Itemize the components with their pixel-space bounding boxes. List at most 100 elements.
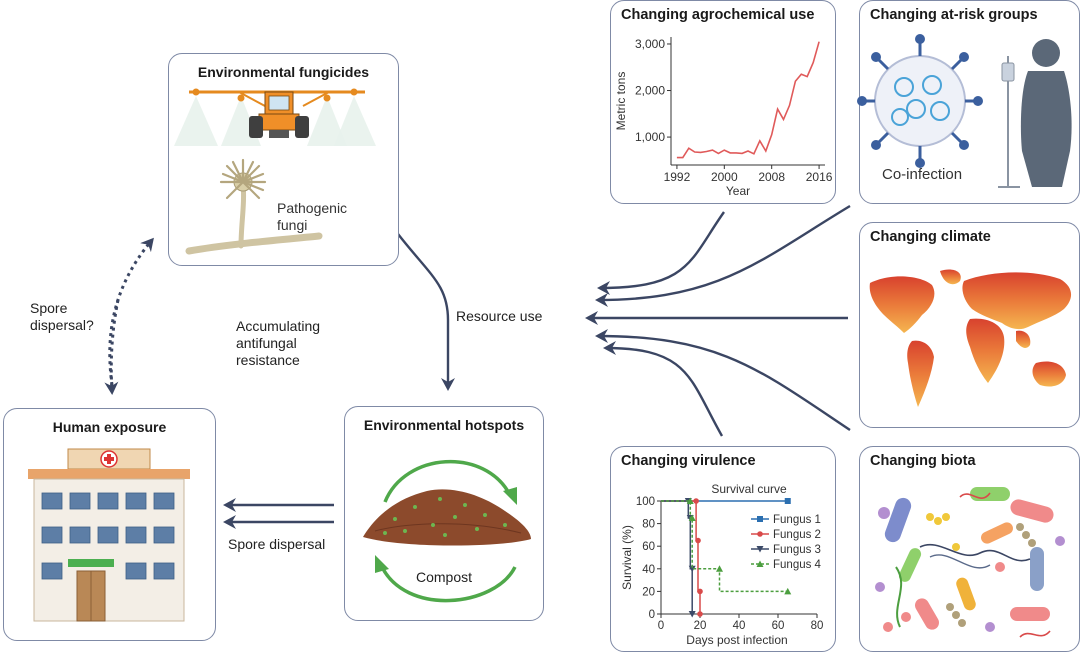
microbes-illustration — [875, 487, 1065, 638]
legend-marker — [756, 546, 764, 553]
y-tick-label: 40 — [642, 564, 655, 576]
cycle-arrowhead — [375, 555, 389, 573]
data-point — [784, 498, 791, 504]
arrow-from-virulence — [603, 341, 724, 437]
arrow-from-atrisk — [595, 204, 851, 307]
legend-label: Fungus 4 — [773, 559, 822, 571]
data-point — [784, 587, 792, 595]
compost-label: Compost — [415, 569, 473, 585]
y-axis-label: Metric tons — [614, 72, 628, 131]
arrow-fungicides-to-hotspots — [397, 233, 455, 391]
at-risk-illustration — [857, 34, 1072, 188]
y-tick-label: 2,000 — [635, 84, 665, 98]
x-tick-label: 0 — [658, 620, 664, 632]
chart-title: Survival curve — [711, 482, 787, 496]
changing-agrochemical-use-box: Changing agrochemical use 1,000 2,000 3,00… — [610, 0, 836, 204]
box-title: Human exposure — [52, 419, 167, 435]
nozzle-icon — [192, 88, 200, 96]
y-tick-label: 1,000 — [635, 130, 665, 144]
arrow-spore-dispersal-dotted-back — [104, 299, 120, 395]
nozzle-icon — [323, 94, 331, 102]
changing-climate-box: Changing climate — [859, 222, 1080, 428]
world-map-icon — [869, 269, 1072, 407]
spray-cone — [307, 96, 347, 146]
legend-label: Fungus 3 — [773, 544, 821, 556]
box-title: Changing biota — [870, 453, 976, 469]
box-title: Environmental fungicides — [197, 64, 370, 80]
arrow-spore-dispersal-dotted — [108, 237, 154, 386]
sprayer-strut — [238, 91, 266, 107]
legend-marker — [757, 531, 763, 537]
compost-illustration — [363, 460, 531, 603]
x-tick-label: 20 — [694, 620, 707, 632]
series-line — [676, 41, 820, 159]
pathogenic-fungus-icon — [185, 158, 323, 255]
y-tick-label: 60 — [642, 541, 655, 553]
legend-label: Fungus 2 — [773, 529, 821, 541]
legend-label: Fungus 1 — [773, 514, 821, 526]
spray-cone — [334, 96, 376, 146]
box-title: Changing virulence — [621, 453, 756, 469]
series-line — [661, 500, 788, 593]
cycle-arrowhead — [503, 487, 517, 505]
label-line: antifungal — [236, 335, 297, 351]
data-point — [697, 588, 703, 595]
y-tick-label: 20 — [642, 586, 655, 598]
x-tick-label: 40 — [733, 620, 746, 632]
box-title: Changing agrochemical use — [621, 7, 815, 23]
data-point — [716, 565, 723, 572]
accumulating-resistance-label: Accumulating antifungal resistance — [236, 318, 320, 369]
data-point — [695, 537, 701, 544]
box-title: Changing climate — [870, 229, 991, 245]
spray-cone — [174, 96, 218, 146]
series-line — [661, 500, 701, 614]
changing-biota-box: Changing biota — [859, 446, 1080, 652]
fungicides-illustration — [174, 88, 376, 255]
pathogenic-fungi-label: Pathogenic fungi — [277, 200, 348, 233]
label-line: resistance — [236, 352, 300, 368]
data-point — [688, 565, 696, 573]
nozzle-icon — [237, 94, 245, 102]
y-axis-label: Survival (%) — [620, 525, 634, 590]
patient-silhouette-icon — [998, 39, 1072, 188]
series-line — [661, 500, 693, 614]
sprayer-strut — [302, 91, 330, 107]
virus-icon — [857, 34, 983, 168]
cycle-arrow-top — [383, 460, 512, 503]
resource-use-label: Resource use — [456, 308, 543, 324]
x-tick-label: 2016 — [806, 170, 833, 184]
label-line: dispersal? — [30, 317, 94, 333]
y-tick-label: 0 — [649, 609, 655, 621]
data-point — [697, 611, 703, 617]
legend-marker — [756, 560, 764, 567]
x-tick-label: 60 — [772, 620, 785, 632]
x-axis-label: Year — [726, 184, 750, 198]
nozzle-icon — [350, 88, 358, 96]
arrow-from-biota — [595, 329, 851, 431]
x-tick-label: 2000 — [711, 170, 738, 184]
cycle-arrow-bottom — [379, 564, 517, 603]
x-tick-label: 2008 — [758, 170, 785, 184]
box-title: Environmental hotspots — [363, 417, 525, 433]
x-axis-label: Days post infection — [686, 633, 787, 647]
changing-at-risk-groups-box: Changing at-risk groups C — [857, 0, 1080, 204]
data-point — [693, 498, 699, 504]
changing-virulence-box: Changing virulence Survival curve 0 20 40 60… — [610, 446, 836, 652]
co-infection-label: Co-infection — [882, 166, 963, 183]
tractor-icon — [249, 91, 309, 138]
y-tick-label: 3,000 — [635, 37, 665, 51]
hospital-illustration — [28, 448, 190, 622]
compost-specks — [383, 497, 507, 537]
y-tick-label: 80 — [642, 519, 655, 531]
label-line: Accumulating — [236, 318, 321, 334]
hospital-icon — [28, 448, 190, 622]
spore-dispersal-label: Spore dispersal — [228, 536, 326, 552]
microbes-icon — [875, 487, 1065, 638]
environmental-hotspots-box: Environmental hotspots Compost — [344, 406, 544, 621]
y-tick-label: 100 — [636, 496, 655, 508]
human-exposure-box: Human exposure — [3, 408, 216, 641]
box-title: Changing at-risk groups — [870, 7, 1038, 23]
data-point — [688, 514, 696, 521]
legend-marker — [757, 516, 763, 522]
